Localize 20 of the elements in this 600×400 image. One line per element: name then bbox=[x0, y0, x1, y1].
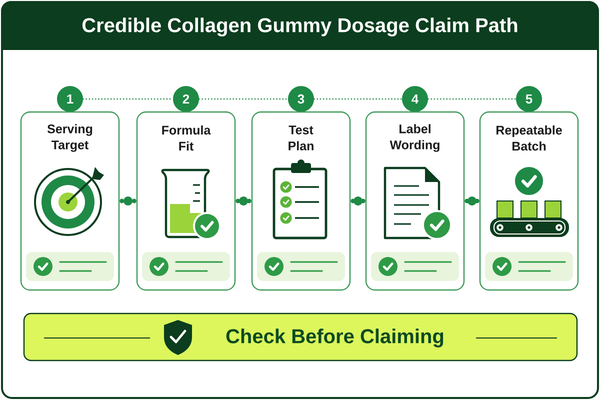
connector bbox=[198, 98, 288, 100]
number-badge: 5 bbox=[516, 86, 542, 112]
step-card: Repeatable Batch bbox=[479, 111, 579, 291]
number-badge: 1 bbox=[57, 86, 83, 112]
step-card: Label Wording bbox=[365, 111, 465, 291]
connector bbox=[236, 196, 252, 206]
connector bbox=[428, 98, 516, 100]
title-bar: Credible Collagen Gummy Dosage Claim Path bbox=[1, 1, 599, 50]
connector bbox=[314, 98, 402, 100]
step-card: Serving Target bbox=[20, 111, 120, 291]
number-badge: 2 bbox=[173, 86, 199, 112]
banner: Check Before Claiming bbox=[23, 312, 578, 362]
number-badge: 4 bbox=[402, 86, 428, 112]
connector bbox=[120, 196, 136, 206]
step-card: Formula Fit bbox=[136, 111, 236, 291]
connector bbox=[350, 196, 366, 206]
connector bbox=[464, 196, 480, 206]
number-badge: 3 bbox=[288, 86, 314, 112]
step-card: Test Plan bbox=[251, 111, 351, 291]
connector bbox=[82, 98, 174, 100]
